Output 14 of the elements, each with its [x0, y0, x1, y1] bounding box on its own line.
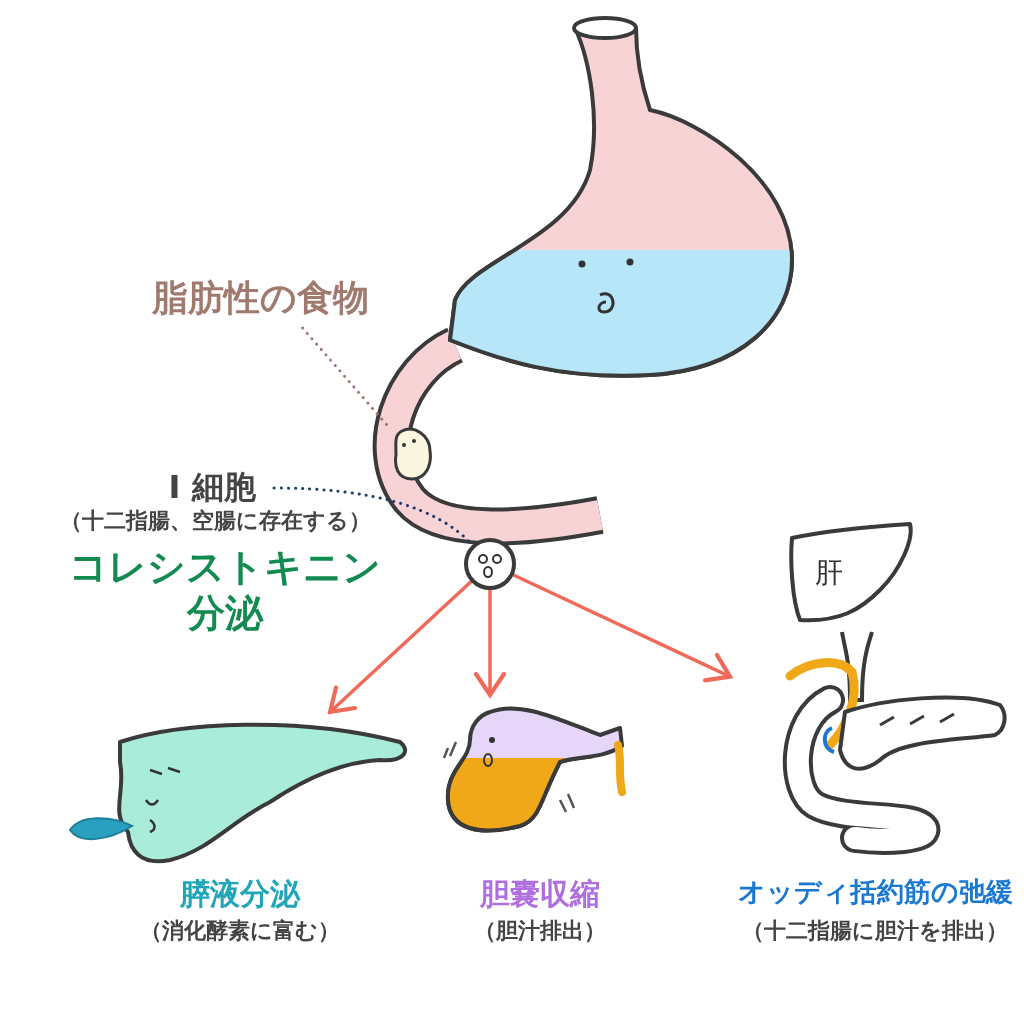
effect-heading: オッディ括約筋の弛緩: [736, 876, 1014, 909]
arrow: [473, 588, 507, 698]
organ-label: 肝: [814, 556, 844, 590]
note-text: （十二指腸、空腸に存在する）: [58, 508, 372, 535]
effect-heading: 膵液分泌: [178, 876, 302, 912]
arrow: [511, 573, 733, 683]
annotation-text: I 細胞: [167, 468, 257, 507]
effect-heading: 胆嚢収縮: [479, 876, 601, 912]
annotation-text: 脂肪性の食物: [150, 276, 370, 320]
hormone-label: コレシストキニン分泌: [68, 545, 382, 637]
effect-note: （胆汁排出）: [473, 918, 607, 945]
arrow: [328, 579, 473, 715]
effect-note: （消化酵素に富む）: [139, 918, 341, 945]
effect-note: （十二指腸に胆汁を排出）: [741, 918, 1009, 945]
